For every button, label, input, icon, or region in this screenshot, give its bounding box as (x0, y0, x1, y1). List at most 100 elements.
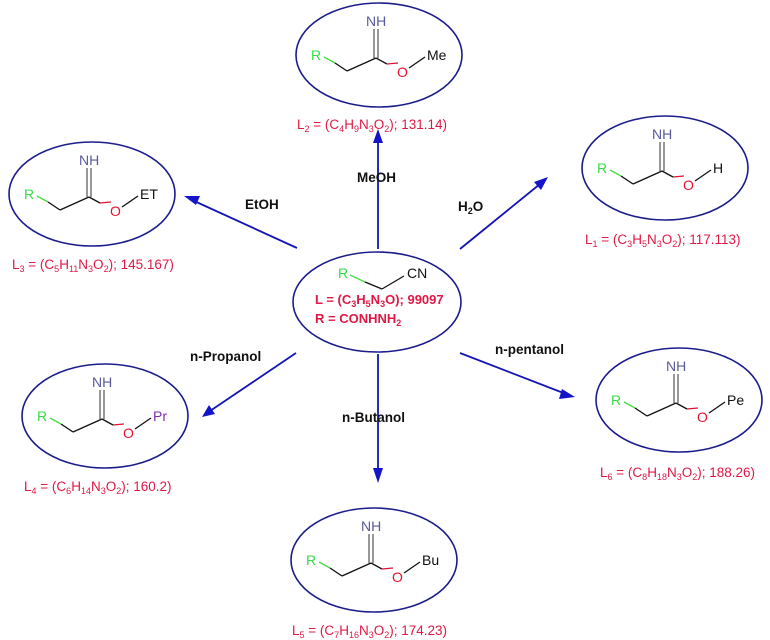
product-o-atom: O (392, 569, 403, 585)
product-o-atom: O (123, 425, 134, 441)
reactant-cn-group: CN (407, 265, 427, 281)
product-bond-ch2a (620, 175, 634, 185)
reactant-bond-cn (381, 275, 405, 290)
reactant-bond-r (349, 274, 366, 283)
reagent-meoh: MeOH (357, 170, 396, 185)
product-tail-group: Me (427, 47, 447, 63)
product-tail-group: Bu (422, 552, 439, 568)
product-bond-ch2b (646, 402, 677, 417)
product-ellipse-l5 (290, 507, 458, 613)
product-o-atom: O (397, 64, 408, 80)
product-bond-o-tail (408, 56, 426, 69)
product-r-atom: R (311, 47, 321, 63)
product-nh-group: NH (652, 126, 672, 142)
reactant-node: R CN L = (C3H5N3O); 99097 R = CONHNH2 (292, 251, 462, 353)
product-bond-o-tail (403, 561, 421, 574)
product-bond-co-b (386, 62, 399, 65)
reagent-nbutanol: n-Butanol (342, 410, 405, 425)
arrow-etoh (191, 199, 298, 249)
product-bond-co-b (686, 407, 699, 410)
arrowhead-meoh (373, 129, 383, 143)
product-nodes: R NH O H L1 = (C3H5N3O2); 117.113) R NH O Me L2 =… (8, 2, 763, 640)
reagent-etoh: EtOH (245, 197, 279, 212)
product-bond-co-b (381, 567, 394, 570)
reactant-formula: L = (C3H5N3O); 99097 (315, 292, 444, 309)
product-node-l4: R NH O Pr L4 = (C6H14N3O2); 160.2) (21, 363, 189, 496)
product-nh-group: NH (79, 152, 99, 168)
product-r-atom: R (597, 160, 607, 176)
product-bond-r (623, 401, 636, 409)
product-bond-ch2a (634, 407, 648, 417)
reagent-h2o: H2O (458, 199, 483, 216)
product-nh-group: NH (366, 13, 386, 29)
product-bond-r (609, 169, 622, 177)
product-bond-r (318, 561, 331, 569)
product-bond-o-tail (694, 169, 712, 182)
product-bond-r (323, 56, 336, 64)
reagent-labels: MeOH EtOH H2O n-Propanol n-Butanol n-pen… (190, 170, 564, 425)
arrowhead-npropanol (202, 405, 215, 417)
arrowhead-etoh (184, 196, 200, 205)
product-formula-l2: L2 = (C4H9N3O2); 131.14) (297, 117, 447, 134)
reagent-npropanol: n-Propanol (190, 349, 261, 364)
product-bond-co-b (672, 175, 685, 178)
product-bond-o-tail (134, 417, 152, 430)
product-tail-group: Pr (153, 408, 167, 424)
product-bond-ch2a (329, 567, 343, 577)
product-node-l2: R NH O Me L2 = (C4H9N3O2); 131.14) (295, 2, 463, 134)
product-ellipse-l3 (8, 141, 176, 247)
product-bond-ch2a (334, 62, 348, 72)
product-nh-group: NH (92, 374, 112, 390)
product-bond-ch2b (72, 418, 103, 433)
product-ellipse-l4 (21, 363, 189, 469)
arrow-npentanol (459, 352, 567, 395)
product-bond-co-a (675, 402, 688, 410)
product-o-atom: O (697, 409, 708, 425)
reactant-ellipse (292, 251, 462, 353)
product-formula-l5: L5 = (C7H16N3O2); 174.23) (292, 623, 447, 640)
reactant-r-definition: R = CONHNH2 (315, 311, 401, 328)
arrowhead-h2o (534, 177, 548, 190)
product-bond-ch2b (632, 170, 663, 185)
product-formula-l1: L1 = (C3H5N3O2); 117.113) (585, 232, 741, 249)
arrowhead-nbutanol (373, 468, 383, 483)
product-ellipse-l6 (595, 347, 763, 453)
product-bond-co-a (370, 562, 383, 570)
product-formula-l4: L4 = (C6H14N3O2); 160.2) (24, 479, 172, 496)
product-r-atom: R (24, 186, 34, 202)
reactant-bond-ch2 (364, 281, 383, 290)
product-node-l5: R NH O Bu L5 = (C7H16N3O2); 174.23) (290, 507, 458, 640)
product-bond-co-b (112, 423, 125, 426)
product-bond-ch2a (47, 201, 61, 211)
product-bond-ch2b (346, 57, 377, 72)
product-ellipse-l2 (295, 2, 463, 108)
product-bond-co-b (99, 201, 112, 204)
product-tail-group: Pe (727, 392, 744, 408)
product-bond-r (36, 195, 49, 203)
product-bond-co-a (661, 170, 674, 178)
product-r-atom: R (611, 392, 621, 408)
product-bond-o-tail (708, 401, 726, 414)
product-bond-ch2b (59, 196, 90, 211)
product-nh-group: NH (361, 518, 381, 534)
product-ellipse-l1 (581, 115, 749, 221)
reagent-npentanol: n-pentanol (495, 342, 564, 357)
product-r-atom: R (37, 408, 47, 424)
product-bond-co-a (375, 57, 388, 65)
product-bond-co-a (88, 196, 101, 204)
product-bond-ch2a (60, 423, 74, 433)
arrowhead-npentanol (559, 389, 575, 399)
product-r-atom: R (306, 552, 316, 568)
product-tail-group: H (713, 160, 723, 176)
arrow-npropanol (209, 352, 297, 412)
arrow-h2o (459, 183, 541, 250)
product-nh-group: NH (666, 358, 686, 374)
product-bond-o-tail (121, 195, 139, 208)
reactant-r-atom: R (338, 265, 348, 281)
product-bond-co-a (101, 418, 114, 426)
product-tail-group: ET (140, 186, 158, 202)
